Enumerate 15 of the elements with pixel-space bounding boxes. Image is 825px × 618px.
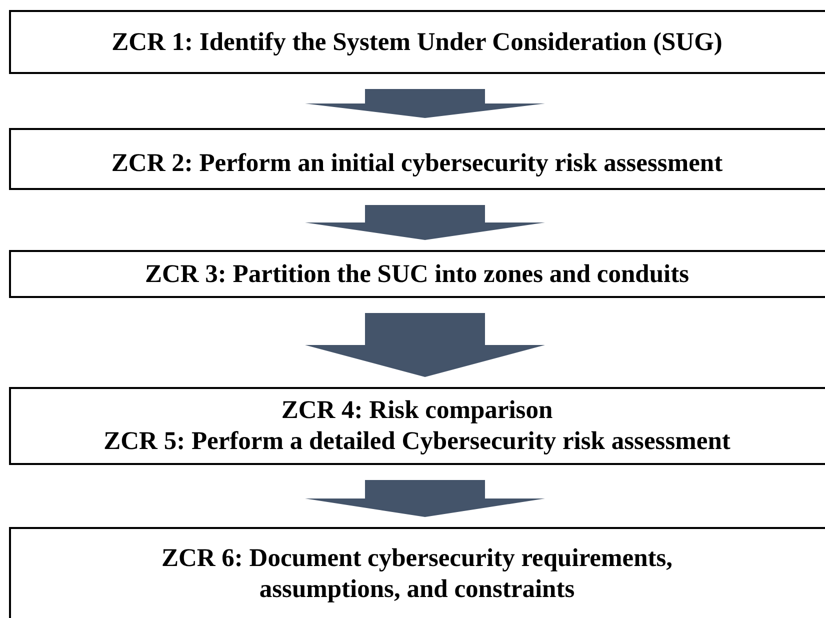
block-arrow (305, 89, 545, 118)
block-arrow (305, 205, 545, 240)
step-text: ZCR 6: Document cybersecurity requirements, assumptions, and constraints (160, 543, 674, 604)
process-box (9, 527, 825, 618)
block-arrow (305, 480, 545, 517)
process-box (9, 387, 825, 465)
step-text: ZCR 1: Identify the System Under Consideration (SUG) (112, 26, 722, 58)
step-text: ZCR 2: Perform an initial cybersecurity risk assessment (111, 148, 723, 178)
block-arrow (305, 313, 545, 377)
process-box (9, 10, 825, 74)
step-text: ZCR 4: Risk comparison (281, 395, 553, 426)
process-box (9, 250, 825, 298)
step-text: ZCR 3: Partition the SUC into zones and conduits (144, 258, 690, 290)
process-box (9, 128, 825, 190)
step-text: ZCR 5: Perform a detailed Cybersecurity risk assessment (104, 426, 730, 457)
